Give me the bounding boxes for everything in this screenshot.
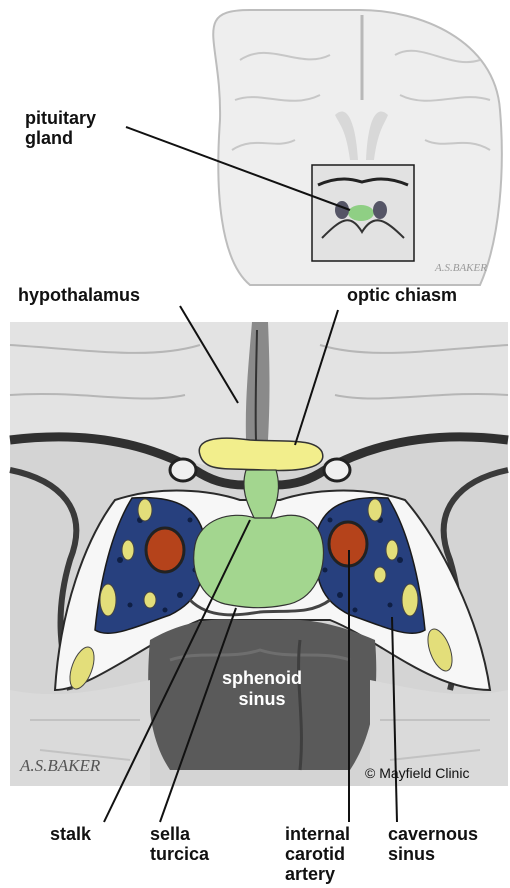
label-sphenoid-sinus: sphenoid sinus — [222, 668, 302, 710]
signature-small: A.S.BAKER — [434, 262, 487, 274]
copyright-notice: © Mayfield Clinic — [365, 765, 469, 781]
carotid-artery-left — [146, 528, 184, 572]
optic-chiasm-shape — [199, 438, 323, 470]
coronal-brain-inset: A.S.BAKER — [213, 10, 502, 285]
pituitary-small — [348, 205, 374, 221]
artist-signature: A.S.BAKER — [19, 756, 101, 775]
label-pituitary-gland: pituitary gland — [25, 108, 96, 148]
label-stalk: stalk — [50, 824, 91, 844]
label-sella-turcica: sella turcica — [150, 824, 209, 864]
label-optic-chiasm: optic chiasm — [347, 285, 457, 305]
label-cavernous-sinus: cavernous sinus — [388, 824, 478, 864]
sella-cross-section: A.S.BAKER — [10, 322, 508, 786]
label-hypothalamus: hypothalamus — [18, 285, 140, 305]
label-internal-carotid-artery: internal carotid artery — [285, 824, 350, 884]
